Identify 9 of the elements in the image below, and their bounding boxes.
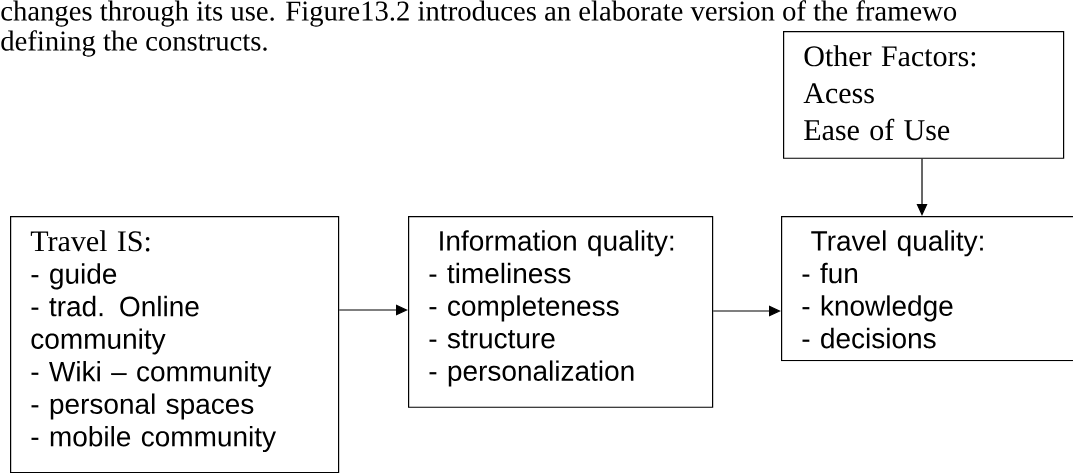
arrow <box>712 305 781 317</box>
body-text: defining the constructs. <box>1 30 267 57</box>
arrow <box>916 158 928 216</box>
arrow <box>338 304 408 316</box>
text-box: Travel quality: - fun - knowledge - decisions <box>781 216 1073 362</box>
text-box: Other Factors: Acess Ease of Use <box>783 31 1065 159</box>
text-box: Information quality: - timeliness - completeness - structure - personalization <box>408 216 714 408</box>
body-text: changes through its use. Figure13.2 introduces an elaborate version of the framewo <box>1 0 957 27</box>
text-box: Travel IS: - guide - trad. Online community - Wiki – community - personal spaces - mobile community <box>10 216 340 473</box>
